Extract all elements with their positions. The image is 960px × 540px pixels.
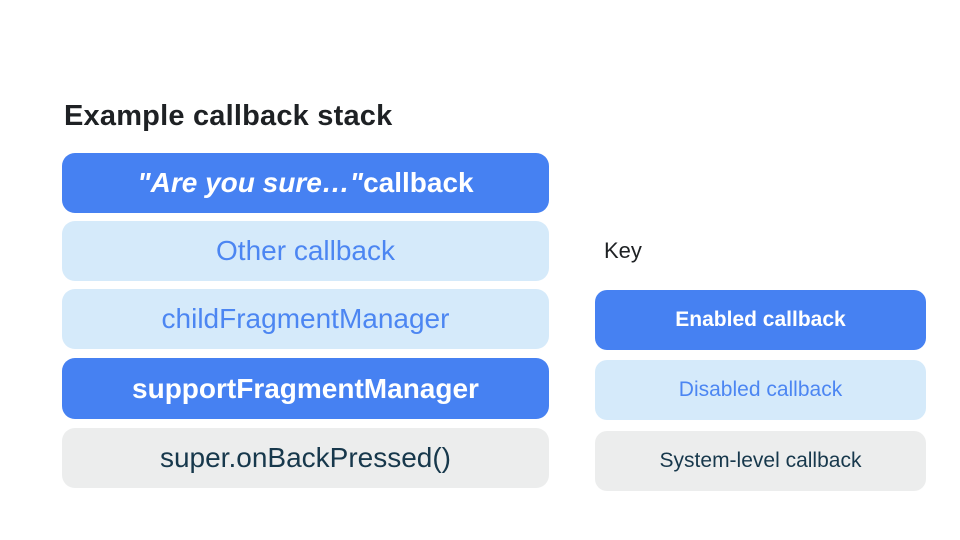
- stack-item-other-callback: Other callback: [62, 221, 549, 281]
- key-item-enabled-callback: Enabled callback: [595, 290, 926, 350]
- stack-item-label-quoted: "Are you sure…": [137, 167, 364, 198]
- key-item-label: System-level callback: [659, 449, 862, 472]
- stack-item-are-you-sure-callback: "Are you sure…" callback: [62, 153, 549, 213]
- stack-item-super-on-back-pressed: super.onBackPressed(): [62, 428, 549, 488]
- diagram-title: Example callback stack: [64, 100, 393, 132]
- key-title: Key: [604, 238, 642, 263]
- stack-item-label: childFragmentManager: [161, 303, 450, 334]
- key-item-system-level-callback: System-level callback: [595, 431, 926, 491]
- stack-item-child-fragment-manager: childFragmentManager: [62, 289, 549, 349]
- stack-item-label-rest: callback: [363, 167, 474, 198]
- key-item-disabled-callback: Disabled callback: [595, 360, 926, 420]
- key-item-label: Enabled callback: [675, 308, 846, 331]
- stack-item-label: super.onBackPressed(): [159, 442, 452, 473]
- stack-item-label: supportFragmentManager: [132, 372, 479, 404]
- stack-item-label: Other callback: [216, 235, 395, 266]
- key-item-label: Disabled callback: [678, 378, 843, 401]
- stack-item-support-fragment-manager: supportFragmentManager: [62, 358, 549, 419]
